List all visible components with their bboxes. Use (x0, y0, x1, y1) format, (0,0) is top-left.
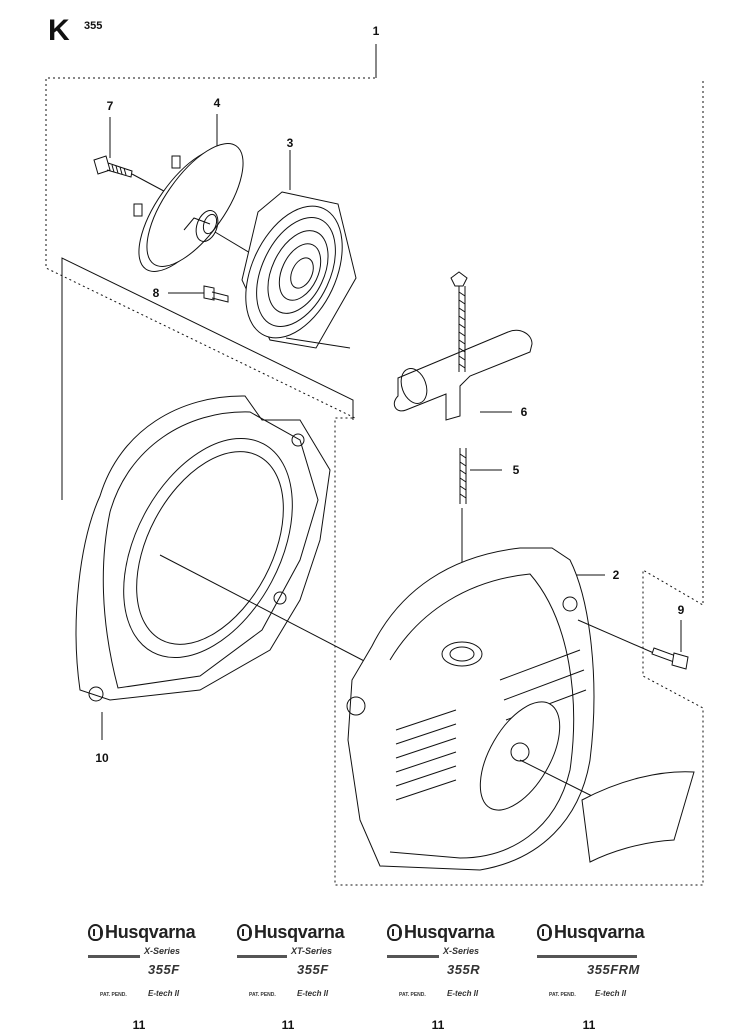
patent-label: PAT. PEND. (399, 992, 426, 998)
brand-logo: Husqvarna (88, 922, 196, 943)
screw-part-8 (168, 285, 229, 303)
series-label: X-Series (443, 946, 480, 956)
patent-label: PAT. PEND. (249, 992, 276, 998)
husqvarna-crown-icon (88, 924, 103, 941)
callout-4: 4 (213, 96, 221, 110)
starter-housing-part-2 (346, 547, 657, 871)
series-label: XT-Series (291, 946, 333, 956)
etech-label: E-tech II (297, 989, 329, 998)
etech-label: E-tech II (447, 989, 479, 998)
decal-2: Husqvarna XT-Series 355F PAT. PEND. E-te… (235, 920, 375, 1032)
decal-3: Husqvarna X-Series 355R PAT. PEND. E-tec… (385, 920, 525, 1032)
bracket-lines (61, 257, 354, 500)
callout-3: 3 (286, 136, 294, 150)
brand-logo: Husqvarna (237, 922, 345, 943)
model-label: 355FRM (587, 962, 640, 977)
callout-1: 1 (372, 24, 380, 38)
callout-6: 6 (520, 405, 528, 419)
decal-part-number: 11 (281, 1018, 295, 1032)
patent-label: PAT. PEND. (100, 992, 127, 998)
section-letter: K (48, 14, 70, 47)
callout-8: 8 (152, 286, 160, 300)
series-bar (88, 955, 140, 958)
decal-part-number: 11 (431, 1018, 445, 1032)
bolt-part-9 (651, 620, 689, 670)
series-bar (237, 955, 287, 958)
callout-9: 9 (677, 603, 685, 617)
decal-4: Husqvarna 355FRM PAT. PEND. E-tech II 11 (535, 920, 675, 1032)
callout-7: 7 (106, 99, 114, 113)
husqvarna-crown-icon (537, 924, 552, 941)
model-label: 355F (148, 962, 180, 977)
spring-housing-part-3 (241, 150, 357, 349)
decal-part-number: 11 (582, 1018, 596, 1032)
label-sheet (581, 771, 695, 863)
callout-10: 10 (95, 751, 109, 765)
series-bar (537, 955, 637, 958)
husqvarna-crown-icon (237, 924, 252, 941)
pulley-part-4 (133, 114, 293, 279)
brand-logo: Husqvarna (537, 922, 645, 943)
model-label: 355R (447, 962, 481, 977)
decal-1: Husqvarna X-Series 355F PAT. PEND. E-tec… (86, 920, 226, 1032)
patent-label: PAT. PEND. (549, 992, 576, 998)
brand-logo: Husqvarna (387, 922, 495, 943)
etech-label: E-tech II (595, 989, 627, 998)
model-code: 355 (84, 20, 103, 32)
series-label: X-Series (144, 946, 181, 956)
model-label: 355F (297, 962, 329, 977)
etech-label: E-tech II (148, 989, 180, 998)
fan-cover-part-10 (75, 395, 371, 740)
callout-2: 2 (612, 568, 620, 582)
husqvarna-crown-icon (387, 924, 402, 941)
decal-part-number: 11 (132, 1018, 146, 1032)
callout-5: 5 (512, 463, 520, 477)
series-bar (387, 955, 439, 958)
handle-part-6 (393, 329, 533, 421)
